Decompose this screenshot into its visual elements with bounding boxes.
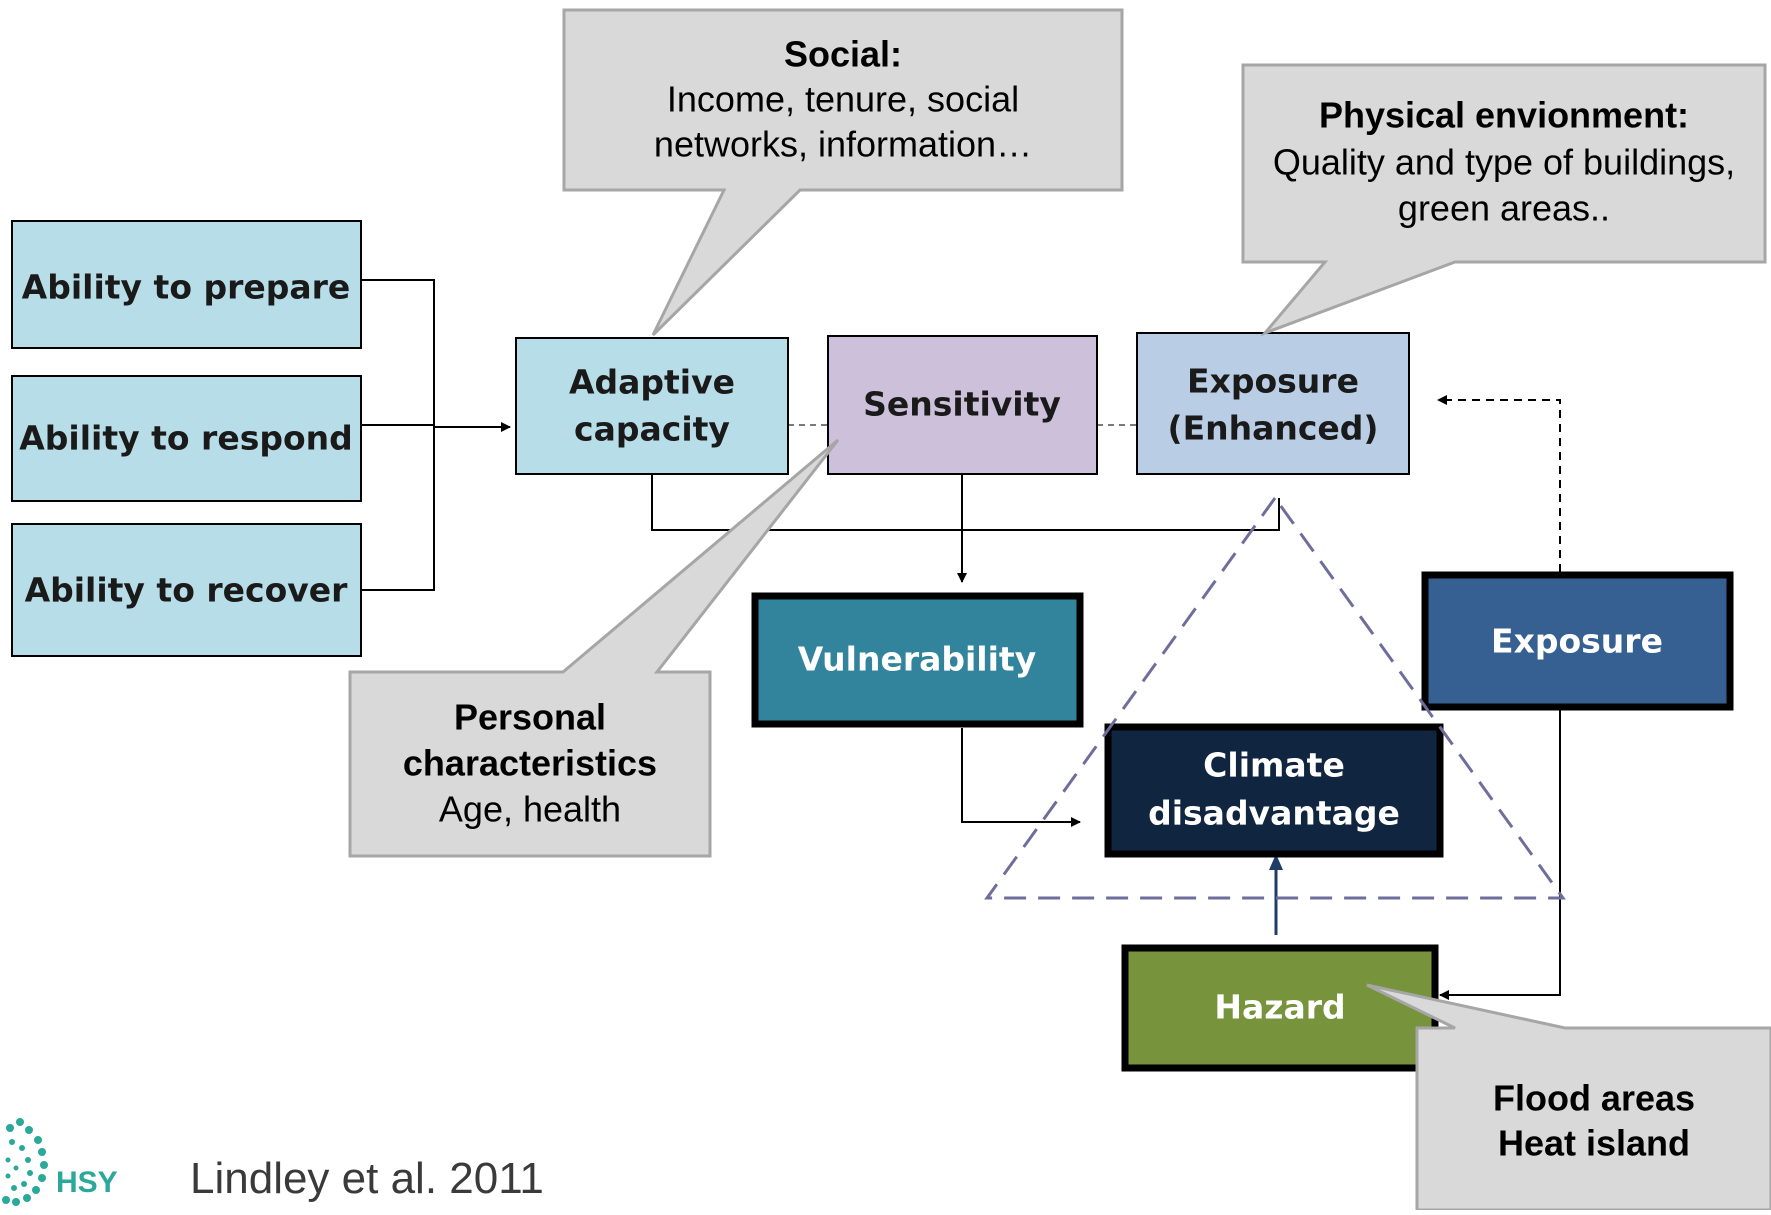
personal-title-line-1: Personal: [454, 697, 606, 738]
box-exposure: Exposure: [1421, 571, 1734, 711]
ability-prepare-label: Ability to prepare: [22, 268, 351, 307]
flood-line-1: Flood areas: [1493, 1078, 1695, 1119]
ability-recover-label: Ability to recover: [25, 571, 349, 610]
ability-connectors: [361, 279, 511, 591]
box-exposure-enhanced: Exposure (Enhanced): [1136, 332, 1410, 475]
box-hazard: Hazard: [1121, 944, 1439, 1072]
social-line-2: networks, information…: [654, 124, 1032, 165]
personal-line-1: Age, health: [439, 789, 621, 830]
exposure-to-enhanced-arrow: [1437, 395, 1561, 572]
box-ability-recover: Ability to recover: [11, 523, 362, 657]
exposure-enhanced-line-1: Exposure: [1187, 362, 1359, 401]
adaptive-capacity-line-2: capacity: [574, 410, 730, 449]
exposure-enhanced-line-2: (Enhanced): [1167, 409, 1378, 448]
physical-title: Physical envionment:: [1319, 95, 1689, 136]
physical-line-2: green areas..: [1398, 188, 1610, 229]
box-sensitivity: Sensitivity: [827, 335, 1098, 475]
adaptive-capacity-line-1: Adaptive: [569, 363, 735, 402]
hsy-logo: HSY: [2, 1118, 118, 1206]
social-line-1: Income, tenure, social: [667, 79, 1019, 120]
vulnerability-to-climate-arrow: [961, 728, 1081, 827]
risk-triangle: [984, 495, 1566, 900]
exposure-to-hazard-arrow: [1439, 710, 1561, 1000]
callout-social: Social: Income, tenure, social networks,…: [562, 8, 1124, 337]
ability-respond-label: Ability to respond: [19, 419, 353, 458]
callout-physical-environment: Physical envionment: Quality and type of…: [1241, 63, 1767, 337]
climate-disadvantage-line-2: disadvantage: [1148, 794, 1400, 833]
climate-disadvantage-line-1: Climate: [1203, 746, 1345, 785]
citation: Lindley et al. 2011: [190, 1154, 544, 1203]
box-adaptive-capacity: Adaptive capacity: [515, 337, 789, 475]
personal-title-line-2: characteristics: [403, 743, 657, 784]
physical-line-1: Quality and type of buildings,: [1273, 142, 1735, 183]
flood-line-2: Heat island: [1498, 1123, 1690, 1164]
social-title: Social:: [784, 34, 902, 75]
box-ability-respond: Ability to respond: [11, 375, 362, 502]
callout-flood-heat: Flood areas Heat island: [1366, 983, 1771, 1212]
vulnerability-label: Vulnerability: [798, 640, 1036, 679]
callout-personal-characteristics: Personal characteristics Age, health: [348, 438, 840, 858]
box-climate-disadvantage: Climate disadvantage: [1104, 723, 1444, 858]
vulnerability-connectors: [651, 474, 1280, 583]
hsy-logo-text: HSY: [56, 1166, 118, 1199]
box-vulnerability: Vulnerability: [751, 592, 1084, 728]
hazard-label: Hazard: [1214, 988, 1345, 1027]
hsy-logo-mark-icon: [2, 1118, 48, 1206]
sensitivity-label: Sensitivity: [863, 385, 1061, 424]
box-ability-prepare: Ability to prepare: [11, 220, 362, 349]
exposure-label: Exposure: [1491, 622, 1663, 661]
